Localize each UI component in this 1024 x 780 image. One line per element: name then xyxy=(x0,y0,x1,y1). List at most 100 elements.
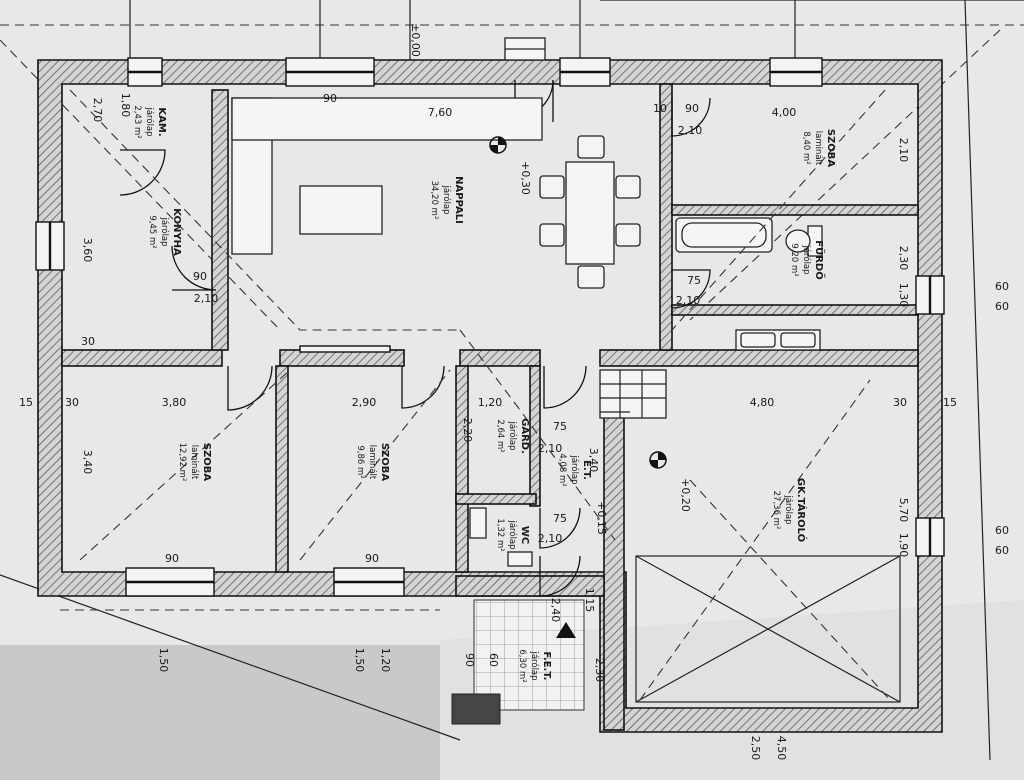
svg-text:1,80: 1,80 xyxy=(119,93,132,118)
exterior-walls xyxy=(37,59,943,733)
svg-text:30: 30 xyxy=(65,396,79,409)
svg-text:2,43 m²: 2,43 m² xyxy=(132,105,142,138)
svg-text:3,40: 3,40 xyxy=(587,448,600,473)
svg-text:2,10: 2,10 xyxy=(678,124,703,137)
svg-text:6,30 m²: 6,30 m² xyxy=(517,649,527,682)
svg-text:90: 90 xyxy=(685,102,699,115)
dining-table xyxy=(539,135,641,289)
svg-text:30: 30 xyxy=(893,396,907,409)
svg-text:1,30: 1,30 xyxy=(897,283,910,308)
toilet xyxy=(785,225,823,257)
svg-text:járólap: járólap xyxy=(529,650,540,680)
svg-text:1,20: 1,20 xyxy=(478,396,503,409)
svg-text:SZOBA: SZOBA xyxy=(379,443,390,482)
svg-text:30: 30 xyxy=(81,335,95,348)
room-label-nappali: NAPPALI járólap 34,20 m² xyxy=(429,176,464,224)
room-label-kam: KAM. járólap 2,43 m² xyxy=(132,105,167,138)
doors xyxy=(119,79,711,597)
svg-text:1,50: 1,50 xyxy=(157,648,170,673)
living-table xyxy=(299,185,383,235)
svg-text:1,50: 1,50 xyxy=(353,648,366,673)
svg-text:2,90: 2,90 xyxy=(352,396,377,409)
sinks xyxy=(735,329,821,351)
svg-text:1,32 m²: 1,32 m² xyxy=(495,518,505,551)
svg-text:2,10: 2,10 xyxy=(538,532,563,545)
svg-text:8,40 m²: 8,40 m² xyxy=(801,131,811,164)
svg-text:járólap: járólap xyxy=(783,494,794,524)
svg-text:9,20 m²: 9,20 m² xyxy=(789,243,799,276)
svg-text:60: 60 xyxy=(995,300,1009,313)
entrance-arrow-icon xyxy=(556,622,576,638)
svg-text:1,90: 1,90 xyxy=(897,533,910,558)
svg-text:4,50: 4,50 xyxy=(775,736,788,761)
svg-text:2,10: 2,10 xyxy=(897,138,910,163)
room-label-furdo: FÜRDŐ járólap 9,20 m² xyxy=(789,240,827,279)
windows xyxy=(35,57,945,597)
svg-text:2,10: 2,10 xyxy=(194,292,219,305)
svg-text:75: 75 xyxy=(687,274,701,287)
svg-text:1,20: 1,20 xyxy=(379,648,392,673)
entrance-steps xyxy=(504,37,546,61)
svg-text:12,92 m²: 12,92 m² xyxy=(177,443,187,482)
room-label-et: E.T. járólap 4,08 m² xyxy=(557,453,592,486)
room-label-szoba-ne: SZOBA laminált 8,40 m² xyxy=(801,129,836,168)
svg-text:NAPPALI: NAPPALI xyxy=(453,176,464,224)
wall-horizontal-mid-left xyxy=(61,349,223,367)
svg-text:60: 60 xyxy=(995,280,1009,293)
svg-text:60: 60 xyxy=(487,653,500,667)
level-marker-icon xyxy=(489,136,507,154)
svg-text:F.E.T.: F.E.T. xyxy=(541,652,552,681)
room-label-garage: GK.TÁROLÓ járólap 27,36 m² xyxy=(771,478,808,542)
svg-text:2,20: 2,20 xyxy=(461,418,474,443)
svg-text:10: 10 xyxy=(653,102,667,115)
room-label-szoba-s: SZOBA laminált 9,86 m² xyxy=(355,443,390,482)
svg-text:60: 60 xyxy=(995,524,1009,537)
svg-text:2,10: 2,10 xyxy=(676,294,701,307)
svg-text:15: 15 xyxy=(943,396,957,409)
entrance-tiles xyxy=(473,599,585,711)
wall-kitchen xyxy=(211,89,229,351)
wc-fixture xyxy=(469,507,533,567)
terrace-area xyxy=(0,645,440,780)
svg-text:KONYHA: KONYHA xyxy=(171,208,182,256)
svg-text:járólap: járólap xyxy=(507,519,518,549)
svg-text:90: 90 xyxy=(463,653,476,667)
svg-text:4,80: 4,80 xyxy=(750,396,775,409)
svg-text:75: 75 xyxy=(553,420,567,433)
svg-text:75: 75 xyxy=(553,512,567,525)
svg-text:járólap: járólap xyxy=(144,106,155,136)
svg-text:KAM.: KAM. xyxy=(156,107,167,136)
level-entrance: +0,15 xyxy=(595,501,608,535)
svg-text:járólap: járólap xyxy=(507,420,518,450)
room-label-wc: WC járólap 1,32 m² xyxy=(495,518,530,551)
svg-text:15: 15 xyxy=(19,396,33,409)
svg-text:járólap: járólap xyxy=(569,454,580,484)
svg-text:7,60: 7,60 xyxy=(428,106,453,119)
room-label-szoba-sw: SZOBA laminált 12,92 m² xyxy=(177,443,212,482)
room-label-gard: GARD. járólap 2,64 m² xyxy=(495,418,530,454)
svg-text:9,45 m²: 9,45 m² xyxy=(147,215,157,248)
svg-text:90: 90 xyxy=(323,92,337,105)
svg-text:E.T.: E.T. xyxy=(581,460,592,480)
svg-text:90: 90 xyxy=(165,552,179,565)
svg-text:laminált: laminált xyxy=(189,445,199,480)
svg-text:4,08 m²: 4,08 m² xyxy=(557,453,567,486)
svg-text:4,00: 4,00 xyxy=(772,106,797,119)
svg-text:2,10: 2,10 xyxy=(538,442,563,455)
dimensions: 7,60 4,00 3,80 2,90 1,20 4,80 90 90 90 9… xyxy=(19,92,1009,760)
svg-text:SZOBA: SZOBA xyxy=(825,129,836,168)
bathtub xyxy=(675,217,773,253)
svg-text:GK.TÁROLÓ: GK.TÁROLÓ xyxy=(795,478,808,542)
svg-text:2,50: 2,50 xyxy=(749,736,762,761)
level-nappali: +0,30 xyxy=(519,161,532,195)
svg-text:9,86 m²: 9,86 m² xyxy=(355,445,365,478)
svg-text:laminált: laminált xyxy=(813,131,823,166)
svg-text:járólap: járólap xyxy=(159,216,170,246)
svg-text:járólap: járólap xyxy=(441,184,452,214)
svg-text:FÜRDŐ: FÜRDŐ xyxy=(813,240,827,279)
room-label-konyha: KONYHA járólap 9,45 m² xyxy=(147,208,182,256)
garage-car-outline xyxy=(635,555,901,703)
svg-text:2,70: 2,70 xyxy=(91,98,104,123)
site-line xyxy=(0,574,461,741)
